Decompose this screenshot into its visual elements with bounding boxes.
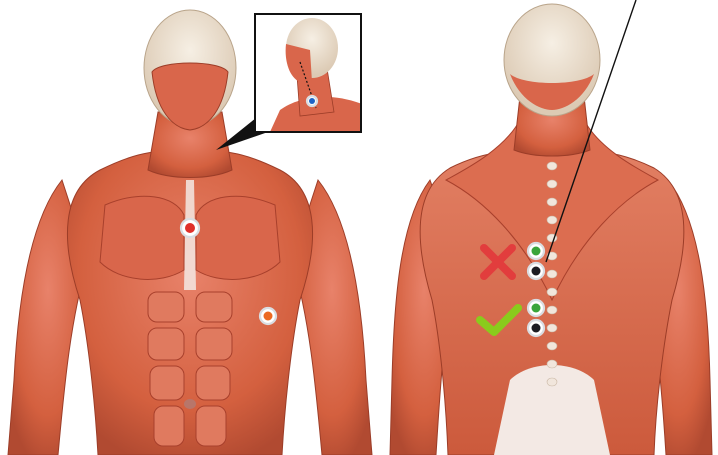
neck-inset bbox=[216, 14, 362, 150]
electrode-red-sternum bbox=[181, 219, 199, 237]
electrode-black-upper bbox=[528, 263, 544, 279]
navel bbox=[184, 399, 196, 409]
electrode-orange-side bbox=[260, 308, 276, 324]
left-pectoral bbox=[100, 196, 184, 279]
electrode-black-lower bbox=[528, 320, 544, 336]
back-figure bbox=[390, 4, 712, 455]
right-pectoral bbox=[196, 196, 280, 279]
electrode-green-lower bbox=[528, 300, 544, 316]
electrode-green-upper bbox=[528, 243, 544, 259]
electrode-blue-neck bbox=[307, 96, 317, 106]
